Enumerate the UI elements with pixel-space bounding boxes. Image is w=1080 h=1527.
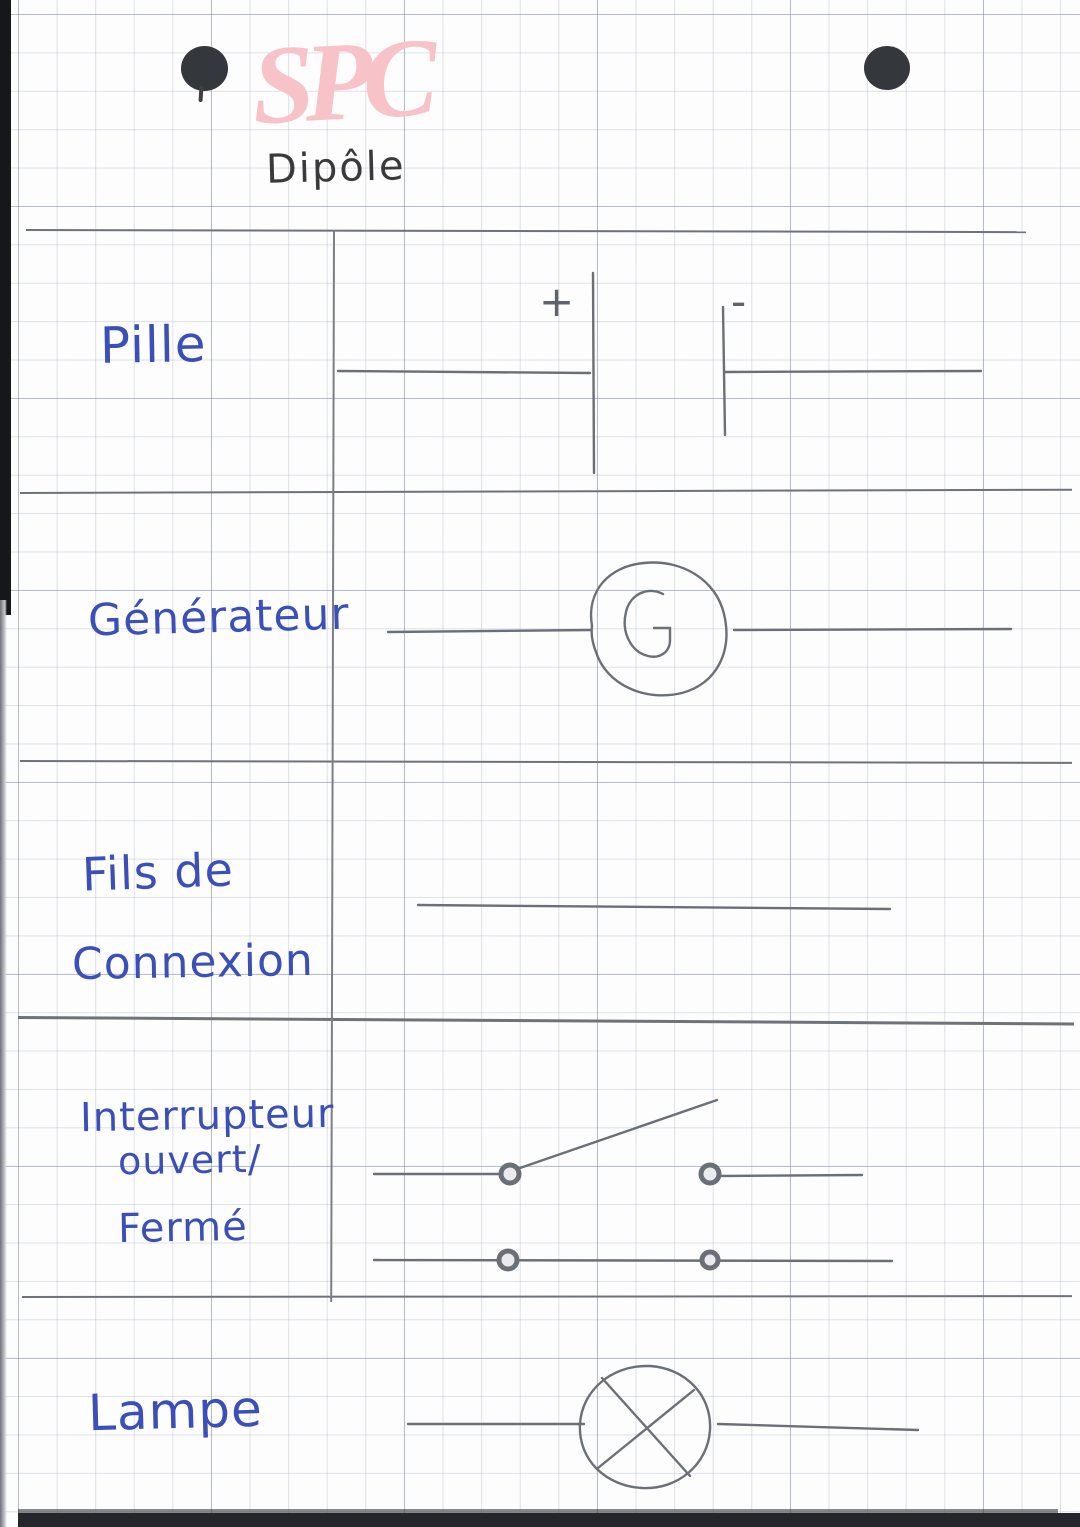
binder-spine-edge (0, 0, 11, 615)
connection-wire-symbol (416, 903, 892, 911)
page-bottom-edge (18, 1513, 1080, 1527)
generator-symbol (386, 561, 1013, 697)
binder-hole-left-smudge (198, 85, 204, 103)
row-label-interrupteur: Interrupteur (79, 1090, 335, 1142)
row-label-pile: Pille (99, 315, 207, 375)
row-label-lampe: Lampe (87, 1379, 264, 1443)
table-rule-2 (19, 488, 1072, 494)
row-label-fils-de: Fils de (81, 842, 235, 902)
row-label-connexion: Connexion (71, 934, 315, 991)
binder-hole-right (864, 46, 910, 90)
table-rule-4 (17, 1016, 1074, 1026)
row-label-ouvert: ouvert/ (117, 1136, 262, 1184)
switch-open-symbol (372, 1098, 864, 1186)
page-title: Dipôle (265, 143, 407, 193)
table-rule-3 (19, 760, 1073, 764)
spc-watermark: SPC (248, 15, 431, 149)
battery-minus-sign: - (731, 277, 747, 326)
switch-closed-symbol (372, 1248, 894, 1272)
binder-hole-left (181, 46, 228, 91)
table-column-divider (330, 229, 335, 1302)
battery-symbol (336, 271, 983, 475)
row-label-ferme: Fermé (117, 1203, 249, 1253)
battery-plus-sign: + (539, 277, 575, 326)
row-label-generateur: Générateur (87, 588, 351, 647)
table-rule-5 (21, 1295, 1073, 1298)
table-rule-top (25, 229, 1026, 234)
binder-spine-edge-lower (0, 600, 7, 1527)
page-bottom-shadow (18, 1509, 1058, 1514)
lamp-symbol (406, 1364, 920, 1490)
